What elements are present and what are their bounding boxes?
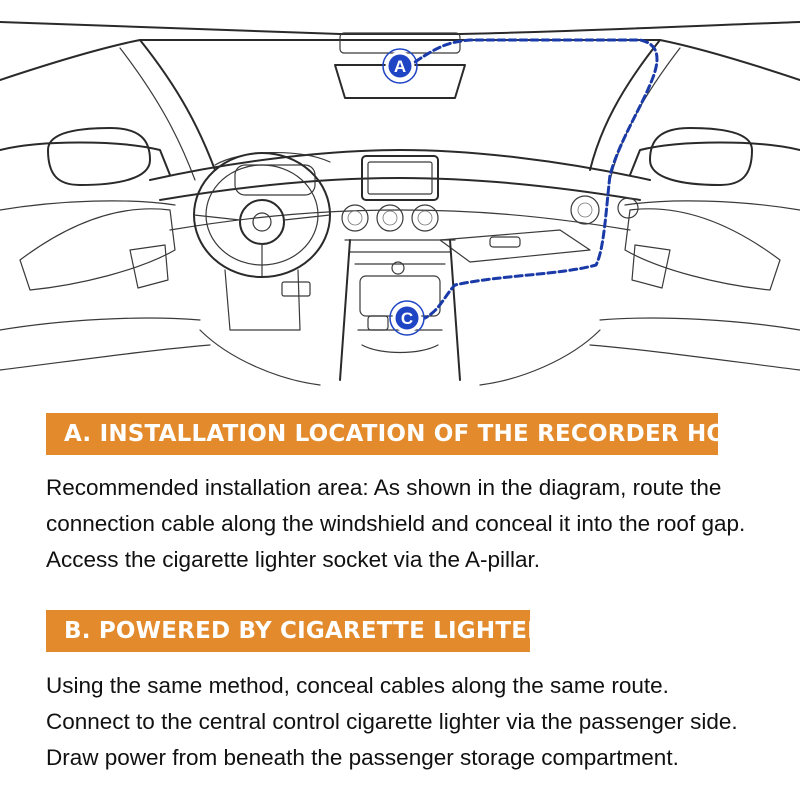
right-vent	[570, 195, 639, 225]
section-a-text: Recommended installation area: As shown …	[46, 470, 776, 578]
section-a-header: A. INSTALLATION LOCATION OF THE RECORDER…	[46, 413, 759, 455]
section-a-line: Access the cigarette lighter socket via …	[46, 547, 540, 572]
section-b-line: Draw power from beneath the passenger st…	[46, 745, 679, 770]
section-a-line: connection cable along the windshield an…	[46, 511, 746, 536]
marker-c: C	[389, 300, 425, 336]
car-interior-diagram: A C	[0, 21, 800, 386]
left-door	[0, 127, 211, 371]
section-b-line: Using the same method, conceal cables al…	[46, 673, 669, 698]
marker-a-label: A	[394, 57, 406, 76]
section-a-line: Recommended installation area: As shown …	[46, 475, 722, 500]
center-console	[339, 155, 461, 381]
right-door	[589, 127, 800, 371]
marker-c-label: C	[401, 309, 413, 328]
marker-a: A	[382, 48, 418, 84]
steering-wheel	[193, 152, 331, 331]
dashboard	[149, 149, 651, 263]
section-b-line: Connect to the central control cigarette…	[46, 709, 738, 734]
cable-route	[413, 38, 659, 320]
section-b-text: Using the same method, conceal cables al…	[46, 668, 776, 776]
seats	[199, 329, 601, 386]
section-b-header: B. POWERED BY CIGARETTE LIGHTER	[46, 610, 545, 652]
